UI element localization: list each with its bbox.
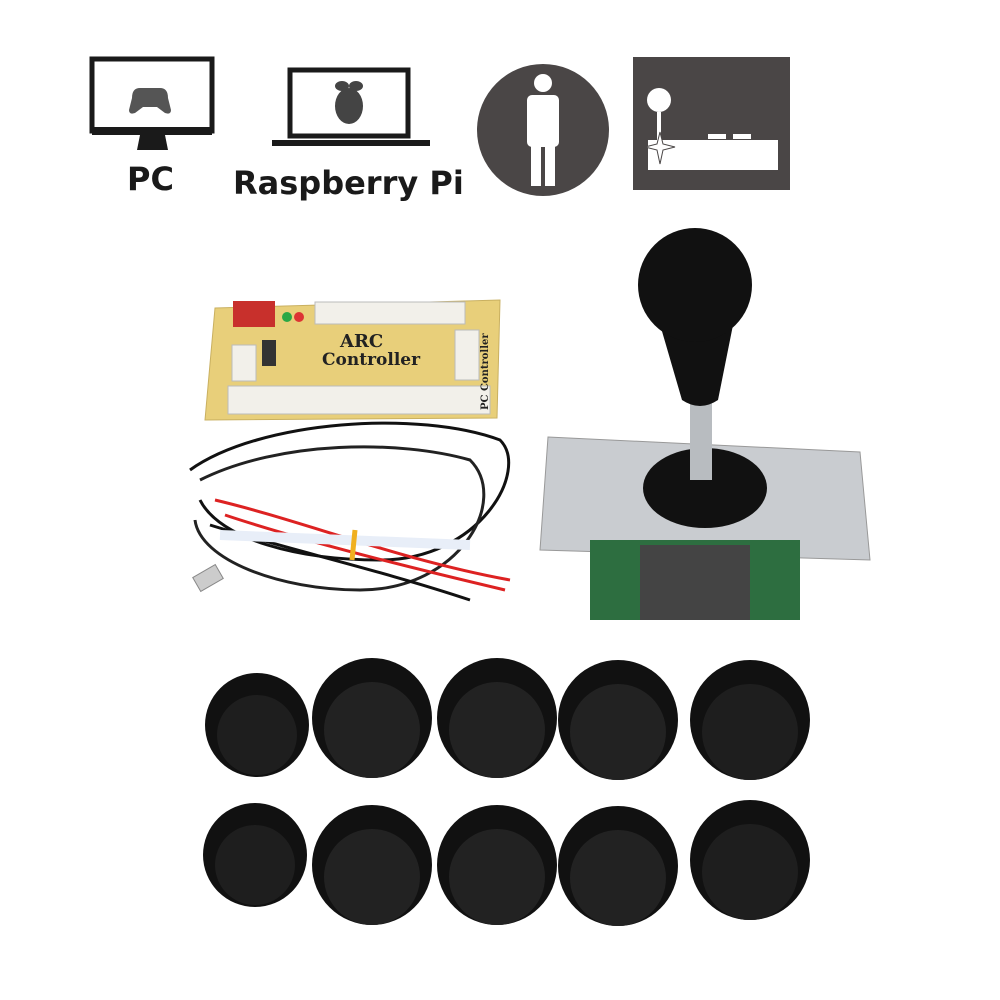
- push-button: [558, 806, 678, 926]
- push-button: [205, 673, 309, 777]
- monitor-gamepad-icon: [89, 56, 215, 150]
- push-button: [558, 660, 678, 780]
- arc-controller-pcb: ARC Controller PC Controller: [204, 299, 501, 421]
- push-button: [690, 800, 810, 920]
- laptop-raspberry-icon: [272, 67, 430, 146]
- raspberry-pi-label: Raspberry Pi: [233, 164, 464, 202]
- single-player-icon: [477, 64, 609, 196]
- pcb-side-label: PC Controller: [480, 333, 491, 410]
- pcb-subtitle: Controller: [322, 350, 421, 370]
- push-button: [437, 658, 557, 778]
- push-button: [312, 805, 432, 925]
- wire-harness: [189, 421, 511, 602]
- pc-label: PC: [127, 160, 174, 198]
- arcade-stick-icon: [633, 57, 790, 190]
- pcb-title: ARC: [339, 331, 383, 352]
- push-button: [312, 658, 432, 778]
- push-buttons: [203, 658, 810, 926]
- push-button: [437, 805, 557, 925]
- joystick: [539, 228, 871, 620]
- push-button: [203, 803, 307, 907]
- push-button: [690, 660, 810, 780]
